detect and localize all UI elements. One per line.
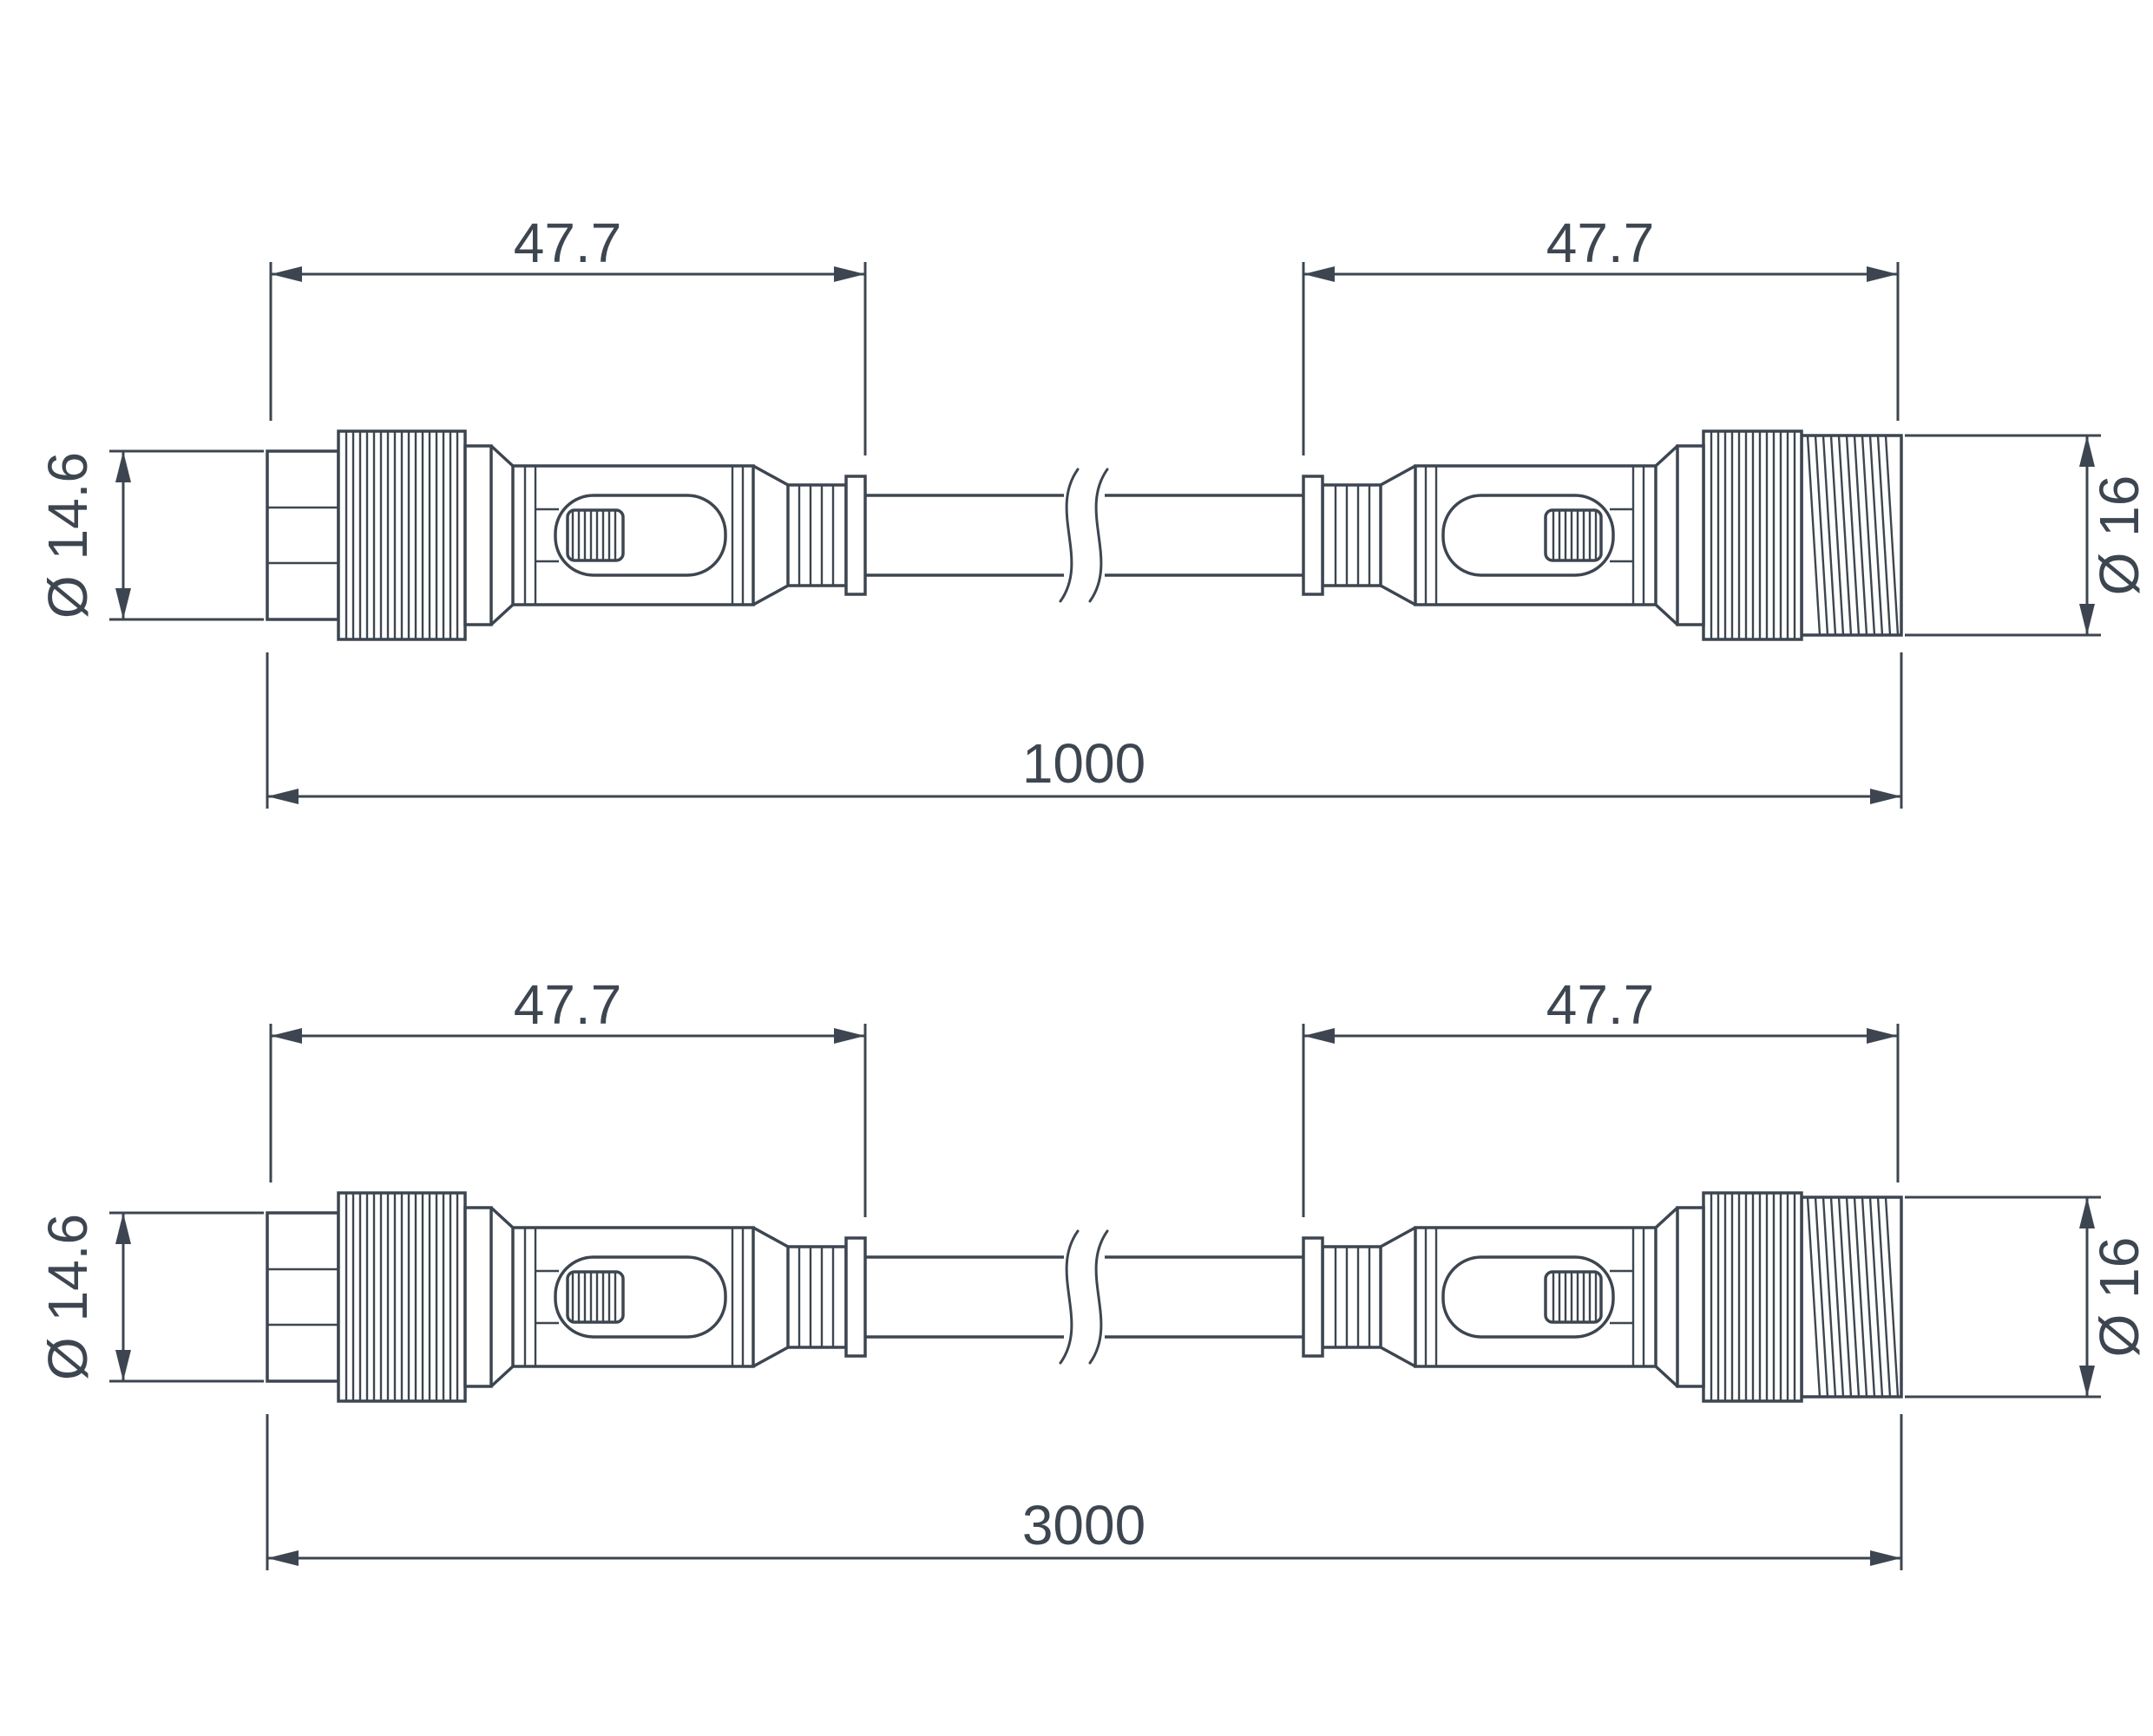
label-left-diameter: Ø 14.6 <box>36 452 99 619</box>
label-left-connector-length: 47.7 <box>514 212 622 274</box>
label-right-connector-length: 47.7 <box>1546 212 1655 274</box>
label-right-diameter: Ø 16 <box>2088 1237 2150 1358</box>
label-left-diameter: Ø 14.6 <box>36 1214 99 1380</box>
label-right-connector-length: 47.7 <box>1546 973 1655 1036</box>
cable-assembly-3000 <box>267 1193 1901 1401</box>
label-total-length: 1000 <box>1022 732 1145 795</box>
label-left-connector-length: 47.7 <box>514 973 622 1036</box>
label-right-diameter: Ø 16 <box>2088 475 2150 596</box>
cable-assembly-1000 <box>267 431 1901 639</box>
drawing-cable-3000: 47.7 47.7 Ø 14.6 Ø 16 3000 <box>36 973 2150 1570</box>
drawing-cable-1000: 47.7 47.7 Ø 14.6 Ø 16 1000 <box>36 212 2150 809</box>
label-total-length: 3000 <box>1022 1494 1145 1556</box>
